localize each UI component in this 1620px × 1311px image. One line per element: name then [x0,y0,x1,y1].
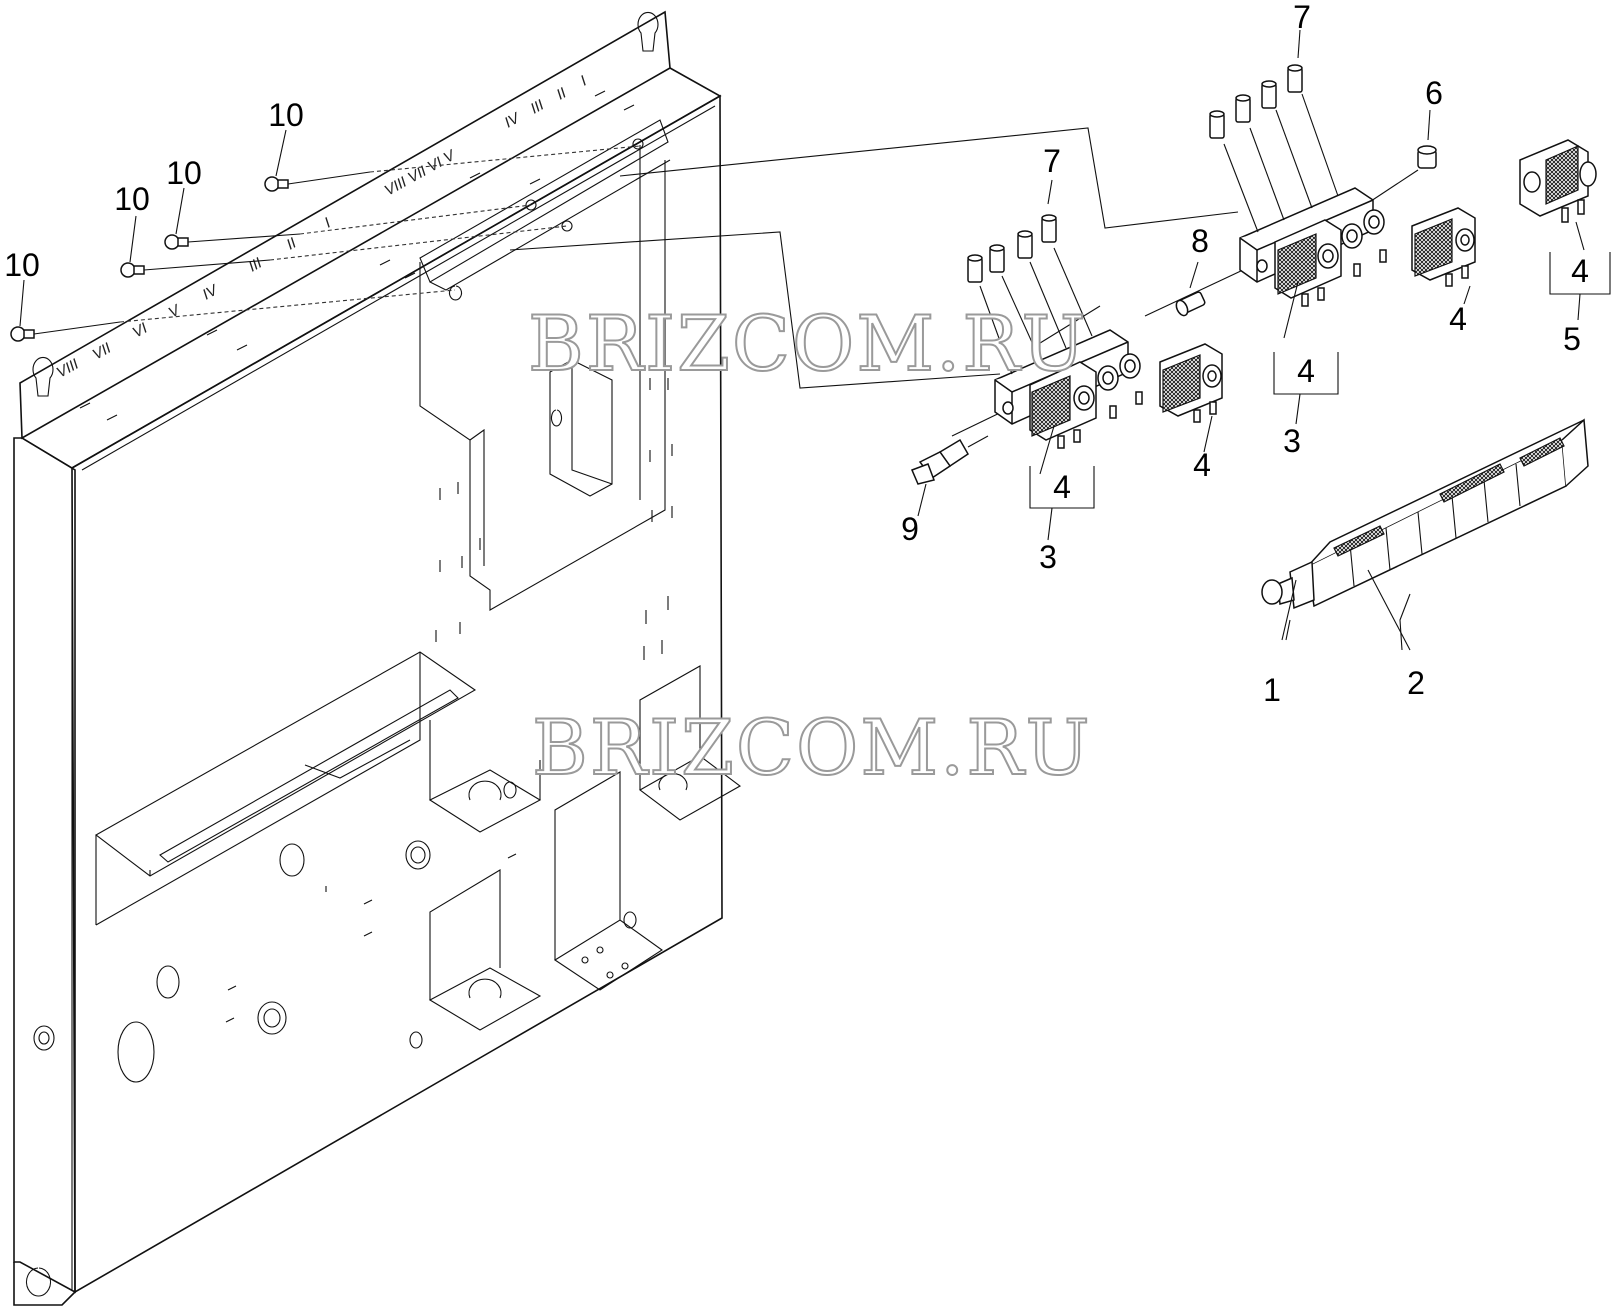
roman-label: I [578,73,590,90]
roman-label: II [284,235,300,254]
plug-icon [1417,145,1437,169]
watermark-text: BRIZCOM.RU [532,703,1092,792]
solenoid-coil [1029,361,1097,449]
fitting-icon [1235,94,1285,221]
callout-4: 4 [1053,469,1071,505]
roman-label: II [554,85,570,104]
roman-label: IV [200,281,222,304]
solenoid-coil-loose [1519,139,1597,223]
callout-10: 10 [166,155,202,191]
fitting-icon [1287,64,1339,197]
fitting-icon [1261,80,1313,209]
callout-4: 4 [1297,353,1315,389]
fitting-icon [989,244,1041,361]
watermark-text: BRIZCOM.RU [528,299,1088,388]
screws [10,145,641,342]
solenoid-coil-loose [1411,207,1476,287]
screw-icon [264,176,289,192]
callout-7: 7 [1293,0,1311,35]
screw-icon [10,326,35,342]
callout-5: 5 [1563,321,1581,357]
fitting-icon [1041,214,1093,337]
roman-label: VII [90,340,114,364]
watermarks: BRIZCOM.RU BRIZCOM.RU [527,298,1092,793]
callout-9: 9 [901,511,919,547]
callout-8: 8 [1191,223,1209,259]
callout-10: 10 [268,97,304,133]
assembly-lines [509,127,1419,437]
callout-leaders [19,29,1611,651]
roman-label: IV [502,109,524,132]
valve-block-right [1209,64,1387,307]
callout-1: 1 [1263,672,1281,708]
callout-4: 4 [1193,447,1211,483]
solenoid-coil-loose [1159,343,1223,423]
callout-6: 6 [1425,75,1443,111]
roman-label: VIII VII VI V [382,146,460,199]
callout-7: 7 [1043,143,1061,179]
roman-label: VIII [54,356,82,382]
elbow-fitting-icon [911,435,989,485]
lamp-icon [1261,560,1315,610]
callout-4: 4 [1449,301,1467,337]
callout-10: 10 [4,247,40,283]
fitting-icon [1017,230,1067,349]
roman-label: V [166,301,185,322]
valve-block-left [967,214,1143,449]
callout-10: 10 [114,181,150,217]
screw-icon [164,234,189,250]
screw-icon [120,262,145,278]
roman-label: VI [130,320,151,342]
callout-4: 4 [1571,253,1589,289]
callout-3: 3 [1283,423,1301,459]
callout-labels: 1 2 3 3 4 4 4 4 4 5 6 7 7 8 9 10 10 10 1… [4,0,1589,708]
fitting-icon [967,254,1013,375]
nipple-icon [1175,291,1206,317]
fitting-icon [1209,110,1259,233]
roman-label: III [528,97,547,118]
callout-2: 2 [1407,665,1425,701]
roman-label: III [246,255,265,276]
roman-label: I [322,215,334,232]
coil-strip [1307,418,1589,608]
callout-3: 3 [1039,539,1057,575]
solenoid-coil [1274,219,1342,307]
